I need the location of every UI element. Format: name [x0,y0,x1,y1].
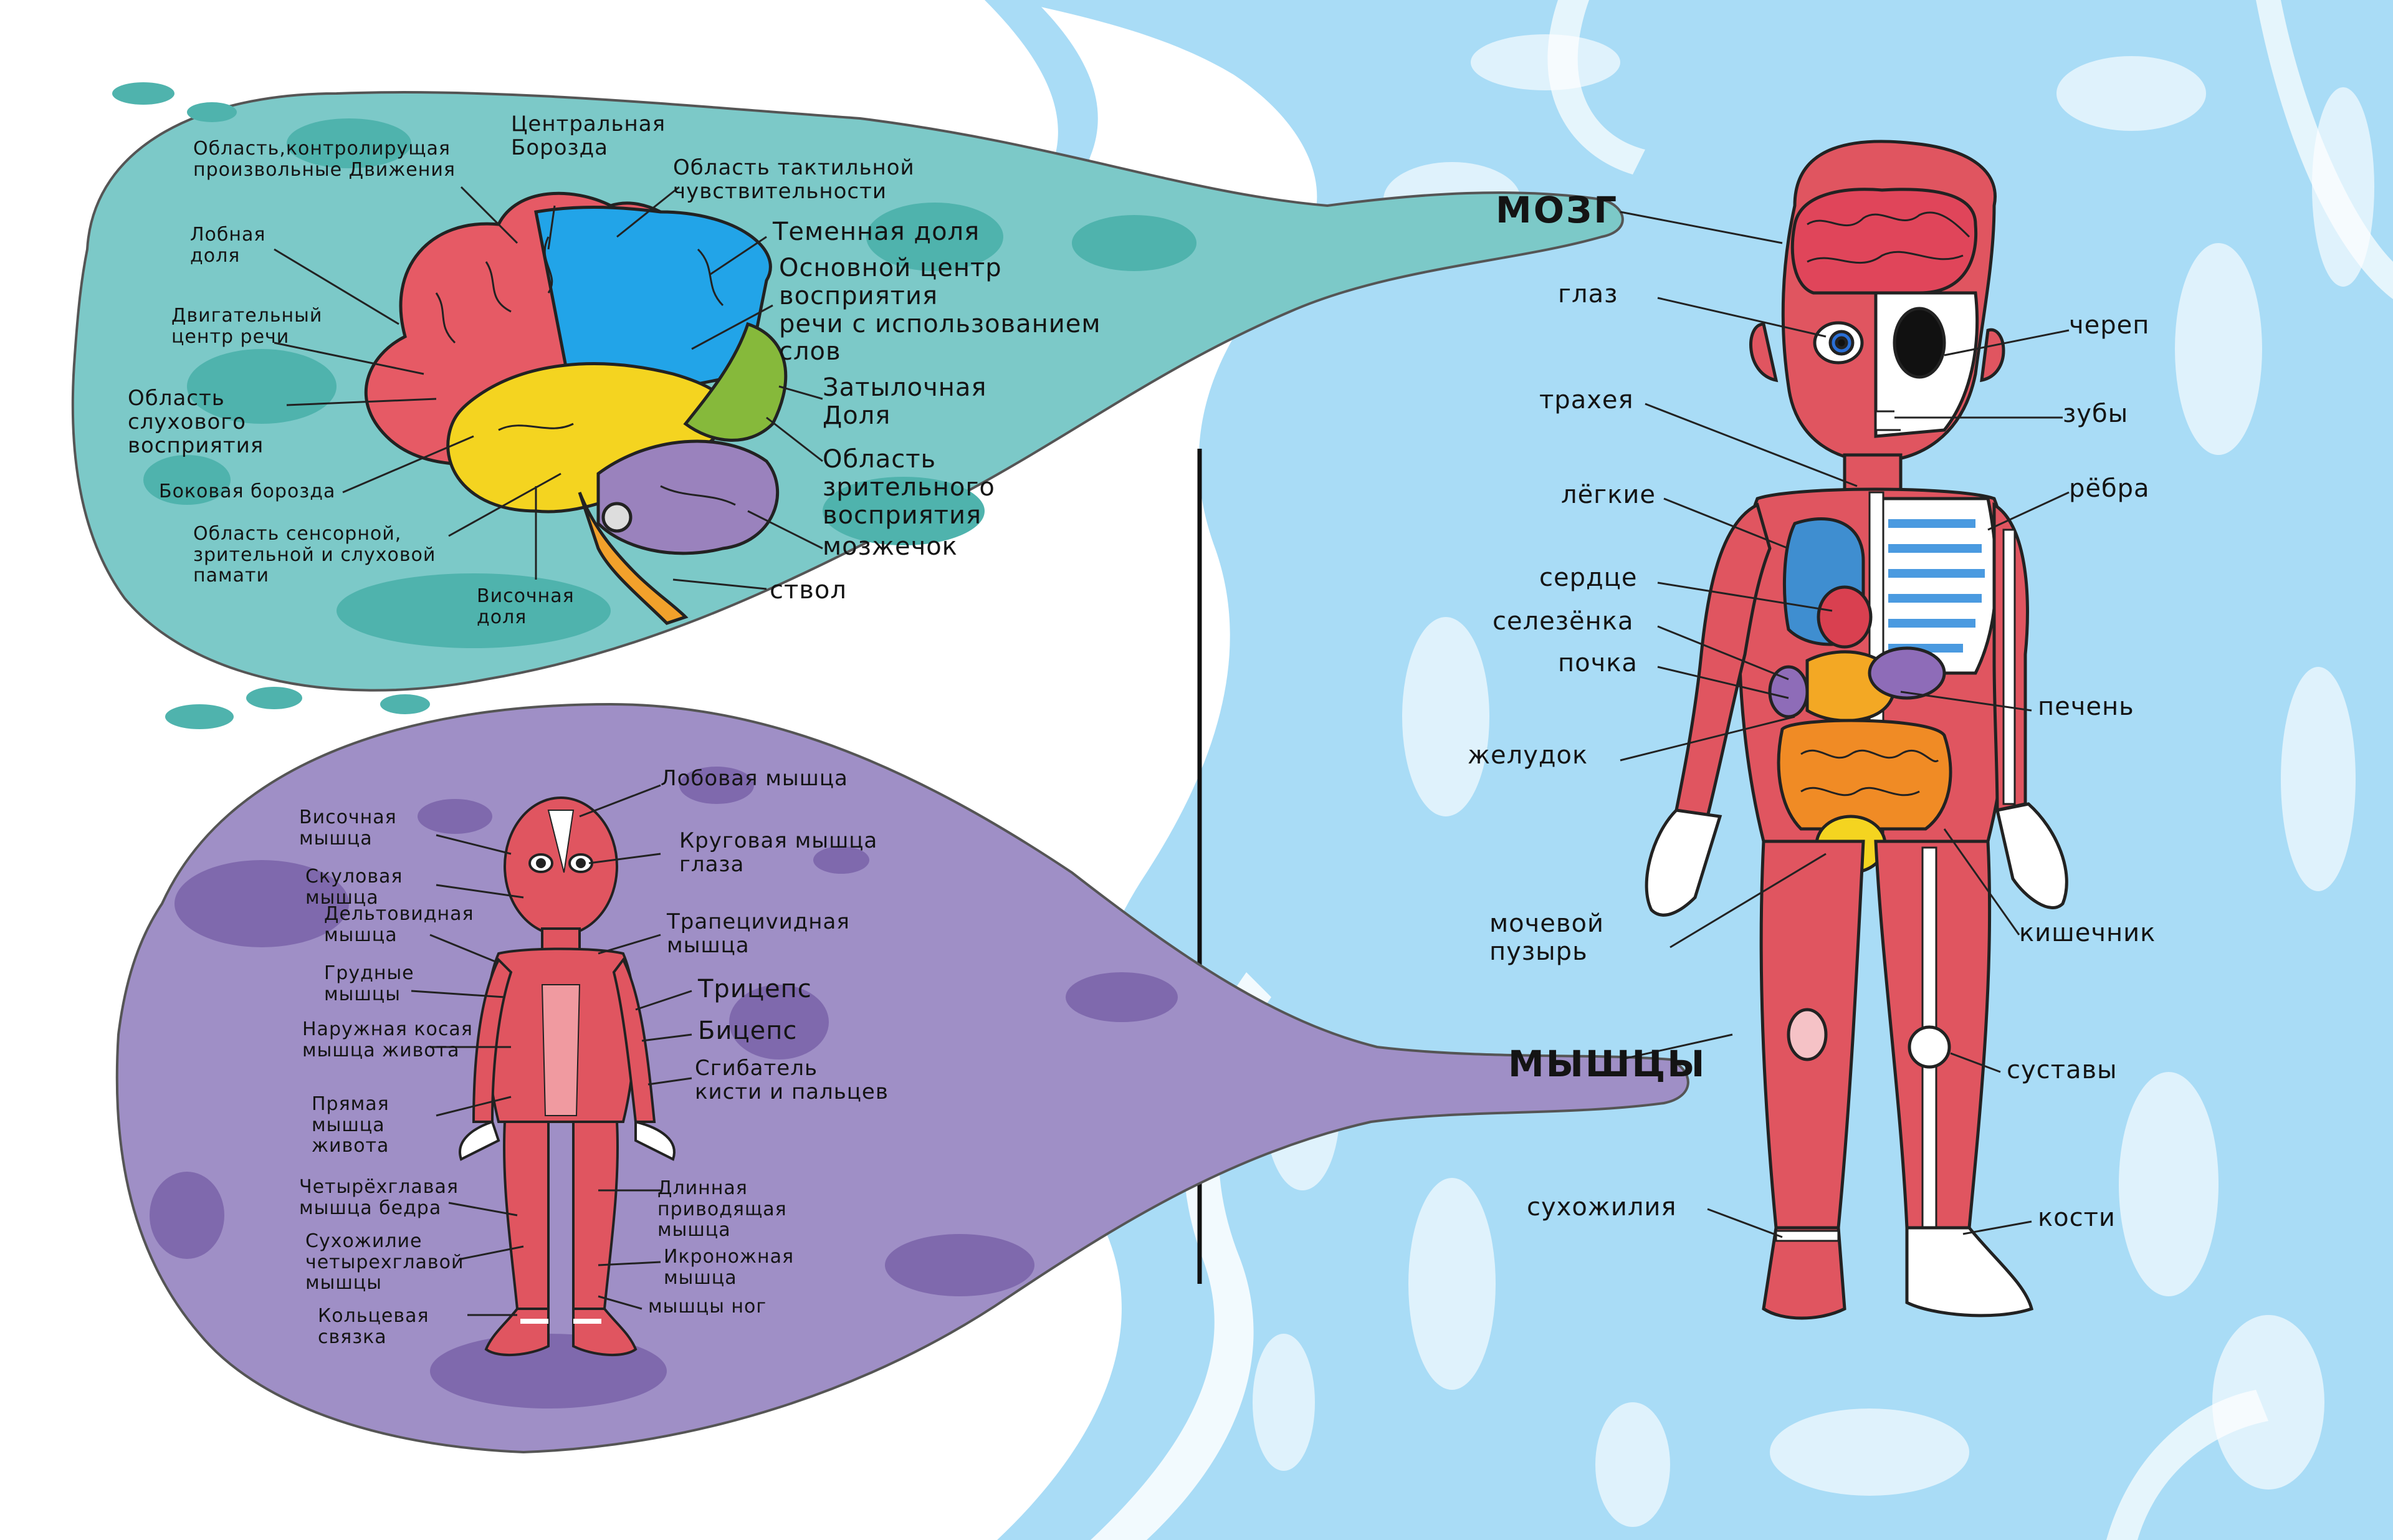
label-kidney: почка [1558,649,1638,677]
label-voluntary-movement-area: Область,контролирущая произвольные Движе… [193,138,456,181]
label-heart: сердце [1539,563,1638,592]
body-figure [1645,140,2068,1320]
label-temporal-muscle: Височная мышца [299,806,397,849]
label-eye: глаз [1558,280,1618,308]
label-cerebellum: мозжечок [823,532,958,561]
label-biceps: Бицепс [698,1016,798,1045]
label-quadriceps-tendon: Сухожилие четырехглавой мышцы [305,1230,464,1294]
label-muscles: МЫШЦЫ [1508,1043,1707,1085]
label-speech-perception-center: Основной центр восприятия речи с использ… [779,254,1101,366]
body-leader-lines [1620,211,2070,1238]
label-tactile-area: Область тактильной чувствительности [673,155,915,204]
label-tendon: сухожилия [1527,1193,1677,1222]
label-zygomatic: Скуловая мышца [305,866,403,909]
label-intestine: кишечник [2019,919,2156,947]
label-brainstem: ствол [770,576,847,605]
brain-drawing [364,191,788,625]
label-rectus-abdominis: Прямая мышца живота [312,1093,389,1157]
label-external-oblique: Наружная косая мышца живота [302,1018,473,1061]
label-pectoral: Грудные мышцы [324,962,414,1005]
brain-leader-lines [274,186,823,590]
label-lungs: лёгкие [1561,481,1656,509]
label-ring-ligament: Кольцевая связка [318,1305,429,1348]
label-tibialis: Икроножная мышца [664,1246,794,1289]
label-bladder: мочевой пузырь [1489,909,1604,966]
label-visual-area: Область зрительного восприятия [823,445,995,530]
label-skull: череп [2069,311,2150,340]
label-leg-muscles: мышцы ног [648,1296,767,1318]
muscle-leader-lines [411,784,692,1316]
label-lateral-sulcus: Боковая борозда [159,481,336,502]
label-motor-speech-center: Двигательный центр речи [171,305,323,348]
label-triceps: Трицепс [698,975,812,1003]
muscle-figure [459,796,676,1356]
label-joints: суставы [2007,1056,2118,1084]
label-liver: печень [2038,692,2134,721]
label-auditory-area: Область слухового восприятия [128,386,264,459]
label-brain: МОЗГ [1496,189,1619,231]
label-teeth: зубы [2063,399,2129,428]
label-temporal-lobe: Височная доля [477,585,575,628]
label-ribs: рёбра [2069,474,2150,503]
label-trachea: трахея [1539,386,1634,414]
label-quadriceps: Четырёхглавая мышца бедра [299,1176,459,1219]
label-occipital-lobe: Затылочная Доля [823,373,987,430]
label-deltoid: Дельтовидная мышца [324,903,474,946]
label-trapezius: Трапециvидная мышца [667,909,850,959]
label-flexor: Сгибатель кисти и пальцев [695,1056,889,1105]
label-stomach: желудок [1468,741,1588,770]
label-orbicular-eye: Круговая мышца глаза [679,828,878,878]
label-central-sulcus: Центральная Борозда [511,112,666,161]
label-bones: кости [2038,1203,2116,1232]
label-spleen: селезёнка [1493,607,1634,636]
label-frontal-lobe: Лобная доля [190,224,266,267]
label-parietal-lobe: Теменная доля [773,218,980,246]
label-sensory-area: Область сенсорной, зрительной и слуховой… [193,523,436,587]
label-adductor: Длинная приводящая мышца [657,1177,787,1241]
label-frontal-muscle: Лобовая мышца [661,766,848,791]
